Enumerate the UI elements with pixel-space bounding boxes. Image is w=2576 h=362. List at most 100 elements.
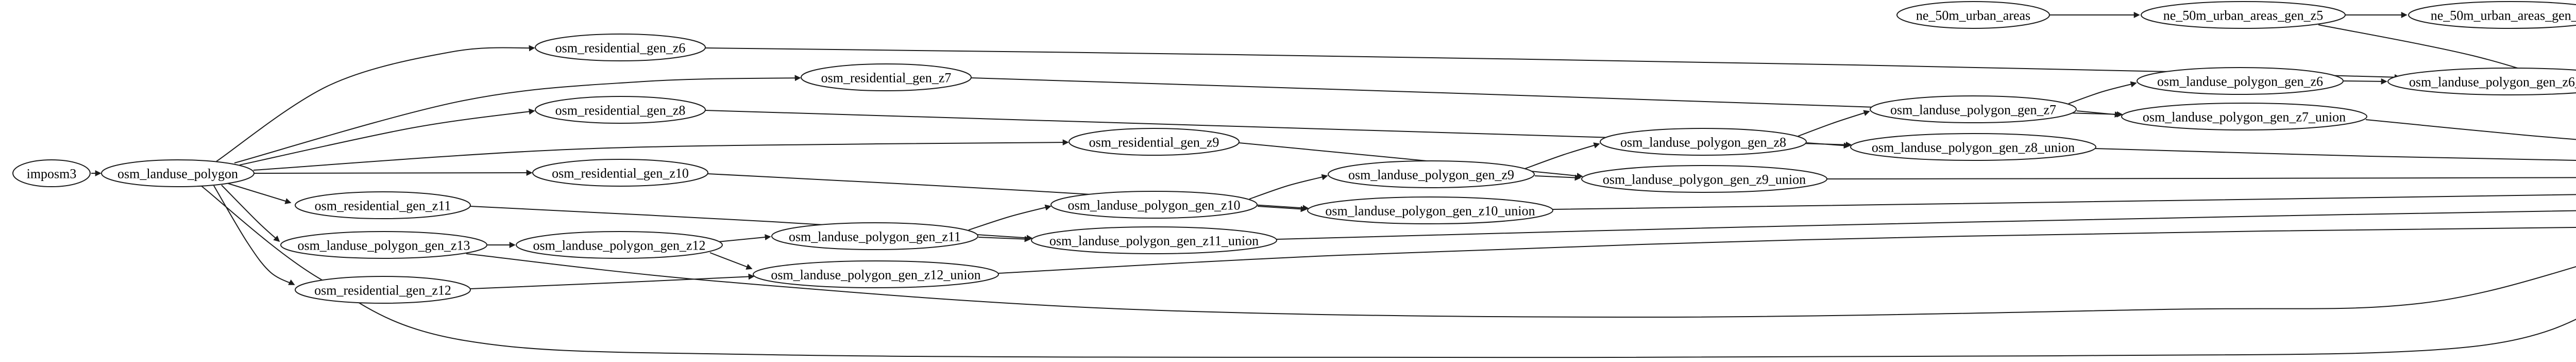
node-label: ne_50m_urban_areas_gen_z5 [2163, 8, 2323, 23]
node-label: osm_residential_gen_z11 [315, 199, 451, 213]
edge-osm_landuse_polygon_gen_z10-to-osm_landuse_polygon_gen_z10_union [1257, 206, 1307, 212]
edge-osm_landuse_polygon-to-osm_residential_gen_z8 [239, 108, 535, 166]
node-label: ne_50m_urban_areas_gen_z4 [2431, 8, 2576, 23]
node-label: osm_landuse_polygon_gen_z11_union [1049, 234, 1259, 249]
node-ellipse [2141, 1, 2346, 29]
node-ellipse [1050, 191, 1258, 219]
edge-osm_landuse_polygon-to-osm_residential_gen_z6 [216, 45, 535, 162]
node-osm_residential_gen_z8: osm_residential_gen_z8 [535, 96, 706, 124]
edge-osm_landuse_polygon_gen_z7-to-osm_landuse_polygon_gen_z6 [2068, 81, 2137, 104]
node-osm_landuse_polygon_gen_z13: osm_landuse_polygon_gen_z13 [280, 231, 487, 259]
node-osm_landuse_polygon_gen_z11_union: osm_landuse_polygon_gen_z11_union [1031, 226, 1277, 254]
node-label: osm_residential_gen_z8 [555, 103, 686, 118]
node-label: osm_landuse_polygon_gen_z6 [2157, 74, 2323, 89]
node-ellipse [1328, 160, 1535, 188]
node-osm_landuse_polygon_gen_z8: osm_landuse_polygon_gen_z8 [1600, 128, 1807, 156]
node-osm_landuse_polygon_gen_z10_union: osm_landuse_polygon_gen_z10_union [1307, 196, 1553, 224]
node-ellipse [1600, 128, 1807, 156]
node-label: osm_landuse_polygon_gen_z11 [789, 229, 961, 244]
node-ellipse [1896, 1, 2050, 29]
edge-osm_landuse_polygon_gen_z12-to-osm_landuse_polygon_gen_z12_union [709, 252, 753, 270]
edge-osm_landuse_polygon_gen_z12_union-to-layer_landuse-z12 [998, 226, 2576, 274]
node-label: osm_residential_gen_z7 [821, 71, 952, 86]
node-label: osm_residential_gen_z10 [552, 166, 689, 181]
node-ellipse [771, 222, 978, 250]
edge-osm_residential_gen_z12-to-osm_landuse_polygon_gen_z12_union [470, 273, 755, 289]
node-osm_landuse_polygon_gen_z10: osm_landuse_polygon_gen_z10 [1050, 191, 1258, 219]
node-label: osm_landuse_polygon_gen_z13 [297, 238, 470, 253]
node-label: osm_landuse_polygon_gen_z8 [1620, 135, 1786, 150]
node-ellipse [295, 276, 471, 304]
node-osm_landuse_polygon_gen_z12_union: osm_landuse_polygon_gen_z12_union [753, 260, 999, 288]
node-ne_50m_urban_areas: ne_50m_urban_areas [1896, 1, 2050, 29]
node-label: osm_residential_gen_z6 [555, 41, 686, 56]
node-label: ne_50m_urban_areas [1916, 8, 2030, 23]
node-label: osm_landuse_polygon [117, 167, 238, 182]
node-ne_50m_urban_areas_gen_z4: ne_50m_urban_areas_gen_z4 [2408, 1, 2576, 29]
node-ellipse [1031, 226, 1277, 254]
node-label: osm_landuse_polygon_gen_z7_union [2143, 110, 2346, 125]
edge-osm_landuse_polygon_gen_z8-to-osm_landuse_polygon_gen_z7 [1798, 110, 1870, 137]
edges-layer [91, 12, 2576, 358]
node-ellipse [2408, 1, 2576, 29]
node-ellipse [2387, 68, 2576, 95]
edge-osm_landuse_polygon_gen_z8_union-to-layer_landuse-z8 [2094, 148, 2576, 161]
node-ellipse [1870, 95, 2077, 123]
node-osm_residential_gen_z6: osm_residential_gen_z6 [535, 34, 706, 61]
nodes-layer: imposm3 osm_landuse_polygon osm_residentia… [12, 1, 2576, 304]
edge-osm_landuse_polygon-to-osm_residential_gen_z9 [253, 139, 1069, 171]
edge-osm_landuse_polygon_gen_z10-to-osm_landuse_polygon_gen_z9 [1249, 174, 1328, 200]
node-label: osm_landuse_polygon_gen_z6_union [2409, 75, 2576, 90]
node-label: osm_landuse_polygon_gen_z10_union [1325, 204, 1535, 219]
node-ellipse [532, 159, 708, 187]
node-ellipse [801, 63, 972, 91]
edge-osm_landuse_polygon_gen_z9_union-to-layer_landuse-z9 [1826, 177, 2576, 179]
node-ellipse [1581, 165, 1827, 193]
node-label: osm_landuse_polygon_gen_z10 [1067, 198, 1240, 213]
node-osm_landuse_polygon_gen_z12: osm_landuse_polygon_gen_z12 [516, 231, 723, 259]
edge-osm_landuse_polygon-to-osm_residential_gen_z7 [234, 75, 801, 163]
node-ellipse [1850, 133, 2096, 161]
node-ellipse [1069, 128, 1240, 156]
node-osm_residential_gen_z10: osm_residential_gen_z10 [532, 159, 708, 187]
node-ellipse [101, 159, 255, 187]
node-ellipse [1307, 196, 1553, 224]
node-osm_landuse_polygon_gen_z6_union: osm_landuse_polygon_gen_z6_union [2387, 68, 2576, 95]
node-osm_landuse_polygon: osm_landuse_polygon [101, 159, 255, 187]
edge-osm_landuse_polygon_gen_z9-to-osm_landuse_polygon_gen_z8 [1524, 142, 1600, 169]
node-ellipse [753, 260, 999, 288]
node-ne_50m_urban_areas_gen_z5: ne_50m_urban_areas_gen_z5 [2141, 1, 2346, 29]
edge-osm_landuse_polygon_gen_z11-to-osm_landuse_polygon_gen_z11_union [978, 236, 1031, 242]
edge-osm_landuse_polygon_gen_z9-to-osm_landuse_polygon_gen_z9_union [1534, 174, 1581, 181]
node-label: osm_landuse_polygon_gen_z9 [1348, 168, 1514, 183]
node-osm_landuse_polygon_gen_z8_union: osm_landuse_polygon_gen_z8_union [1850, 133, 2096, 161]
node-ellipse [2137, 67, 2344, 95]
node-ellipse [535, 34, 706, 61]
node-label: osm_landuse_polygon_gen_z12_union [771, 268, 980, 283]
node-ellipse [295, 191, 471, 219]
node-osm_landuse_polygon_gen_z9: osm_landuse_polygon_gen_z9 [1328, 160, 1535, 188]
node-ellipse [535, 96, 706, 124]
node-label: osm_landuse_polygon_gen_z12 [533, 238, 705, 253]
node-label: osm_landuse_polygon_gen_z9_union [1603, 172, 1806, 187]
edge-osm_landuse_polygon_gen_z13-to-layer_landuse-z13 [466, 253, 2576, 318]
node-osm_landuse_polygon_gen_z7: osm_landuse_polygon_gen_z7 [1870, 95, 2077, 123]
node-label: osm_landuse_polygon_gen_z8_union [1872, 140, 2075, 155]
node-label: osm_residential_gen_z9 [1089, 135, 1219, 150]
node-osm_residential_gen_z9: osm_residential_gen_z9 [1069, 128, 1240, 156]
node-label: osm_residential_gen_z12 [314, 283, 451, 298]
node-osm_residential_gen_z7: osm_residential_gen_z7 [801, 63, 972, 91]
node-imposm3: imposm3 [12, 159, 91, 187]
node-osm_residential_gen_z12: osm_residential_gen_z12 [295, 276, 471, 304]
edge-osm_landuse_polygon_gen_z12-to-osm_landuse_polygon_gen_z11 [717, 234, 771, 242]
edge-osm_landuse_polygon_gen_z11_union-to-layer_landuse-z11 [1276, 210, 2576, 240]
edge-osm_landuse_polygon-to-layer_landuse-z14+ [200, 185, 2576, 358]
node-ellipse [280, 231, 487, 259]
node-osm_landuse_polygon_gen_z9_union: osm_landuse_polygon_gen_z9_union [1581, 165, 1827, 193]
edge-osm_landuse_polygon_gen_z10_union-to-layer_landuse-z10 [1552, 194, 2576, 210]
node-ellipse [516, 231, 723, 259]
node-osm_residential_gen_z11: osm_residential_gen_z11 [295, 191, 471, 219]
node-label: imposm3 [27, 167, 77, 182]
